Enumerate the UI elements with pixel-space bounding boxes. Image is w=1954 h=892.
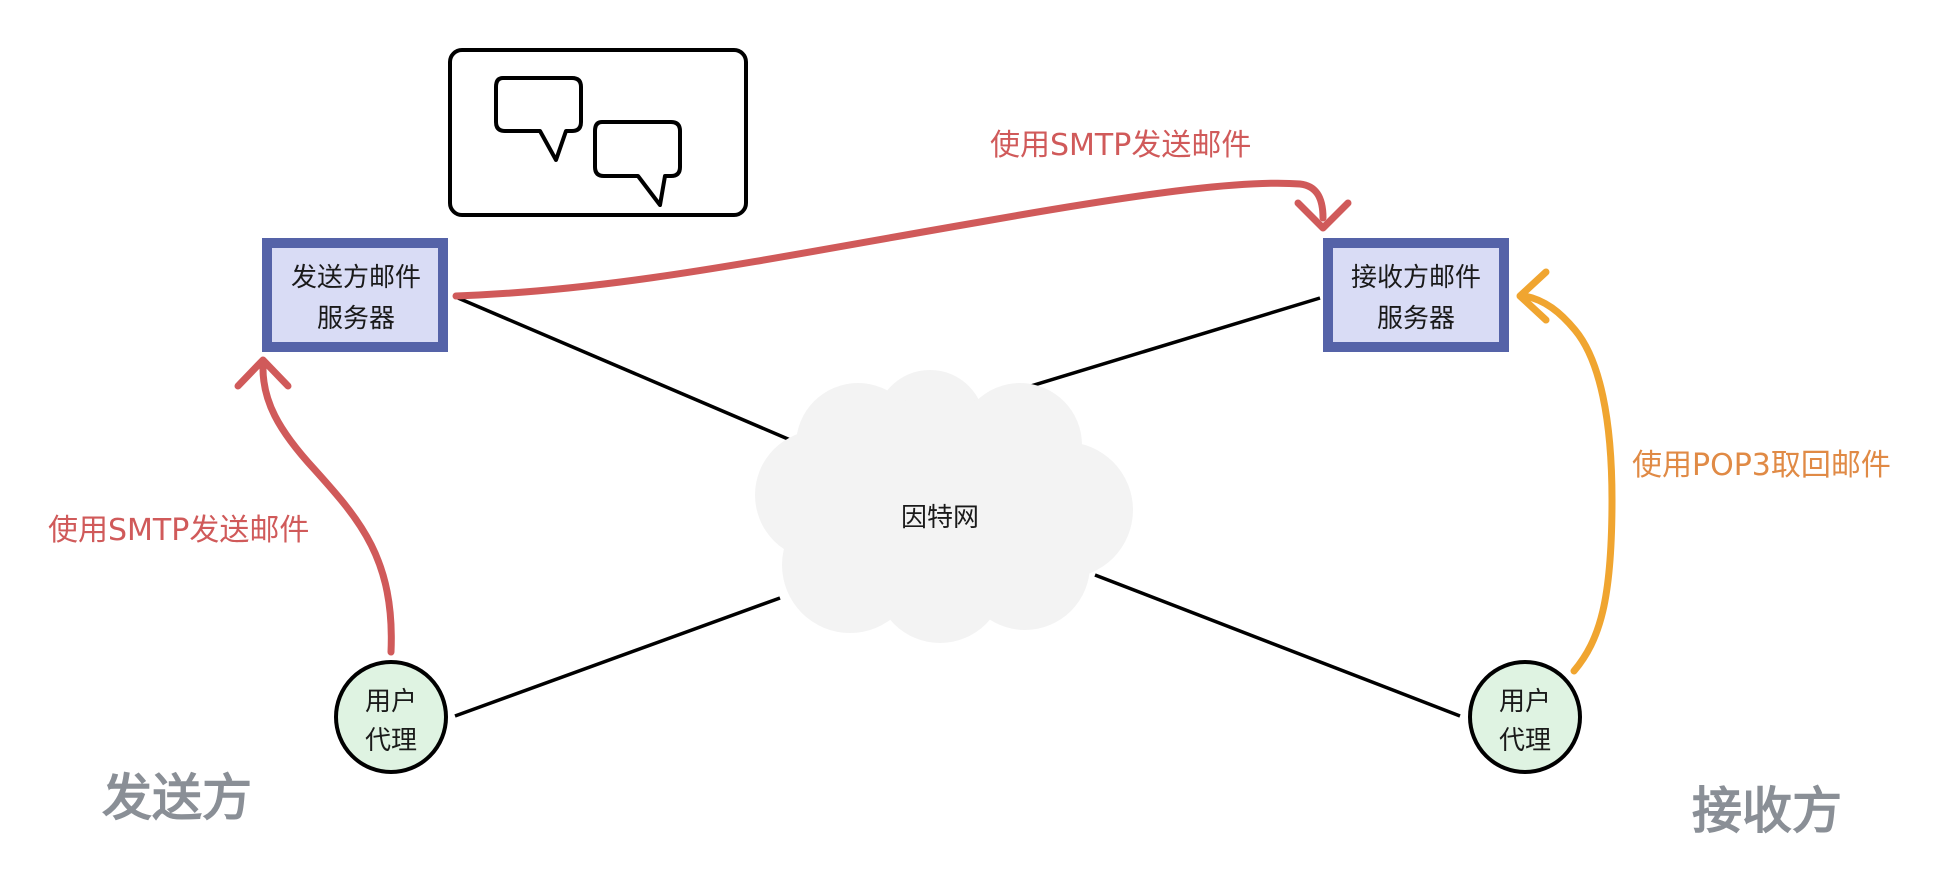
sender-mail-server: 发送方邮件 服务器 xyxy=(262,238,448,352)
edge-label-server-to-agent: 使用POP3取回邮件 xyxy=(1632,448,1891,483)
edge-label-server-to-server: 使用SMTP发送邮件 xyxy=(990,128,1251,163)
link-receiver-agent-internet xyxy=(1094,573,1461,718)
pop3-arrow-server-to-agent xyxy=(1516,268,1616,675)
receiver-agent-label-line2: 代理 xyxy=(1499,726,1551,756)
internet-label: 因特网 xyxy=(901,503,979,533)
link-receiver-server-internet xyxy=(997,296,1321,398)
receiver-side-title: 接收方 xyxy=(1692,782,1842,840)
sender-side-title: 发送方 xyxy=(102,769,252,827)
sender-user-agent: 用户 代理 xyxy=(334,660,448,774)
sender-agent-label-line2: 代理 xyxy=(365,726,417,756)
sender-server-label-line2: 服务器 xyxy=(317,304,395,334)
chat-bubbles-icon xyxy=(448,48,748,217)
smtp-arrow-server-to-server xyxy=(452,179,1352,300)
internet-cloud: 因特网 xyxy=(755,370,1133,643)
receiver-user-agent: 用户 代理 xyxy=(1468,660,1582,774)
sender-agent-label-line1: 用户 xyxy=(365,687,417,717)
edge-label-agent-to-server: 使用SMTP发送邮件 xyxy=(48,513,309,548)
receiver-server-label-line1: 接收方邮件 xyxy=(1351,263,1481,293)
link-sender-server-internet xyxy=(457,296,796,444)
sender-server-label-line1: 发送方邮件 xyxy=(291,263,421,293)
smtp-arrow-agent-to-server xyxy=(234,356,395,656)
link-sender-agent-internet xyxy=(454,596,781,718)
receiver-agent-label-line1: 用户 xyxy=(1499,687,1551,717)
receiver-mail-server: 接收方邮件 服务器 xyxy=(1323,238,1509,352)
receiver-server-label-line2: 服务器 xyxy=(1377,304,1455,334)
